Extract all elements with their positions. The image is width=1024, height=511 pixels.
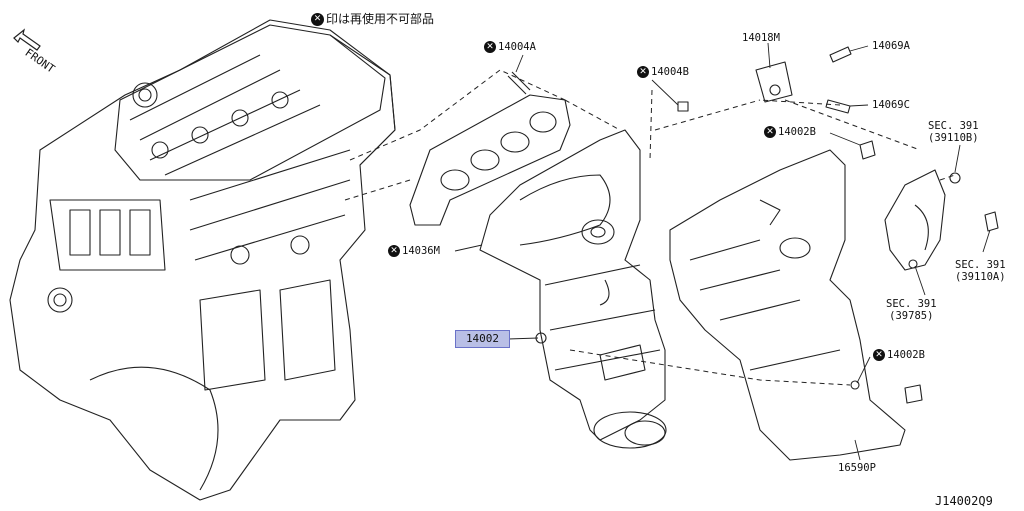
callout-text: 16590P [838,462,876,474]
callout-lines [454,42,991,461]
callout-text: 14002B [778,126,816,138]
callout-text: 14018M [742,32,780,44]
callout-text: 14069A [872,40,910,52]
callout-text: 14004B [651,66,689,78]
non-reusable-notice: ✕印は再使用不可部品 [311,10,434,27]
callout-sec-39110b[interactable]: SEC. 391(39110B) [928,120,979,144]
callout-14002b-top[interactable]: ✕14002B [764,126,816,138]
x-circle-icon: ✕ [484,41,496,53]
bracket [884,169,961,271]
callout-14002b-low[interactable]: ✕14002B [873,349,925,361]
x-circle-icon: ✕ [764,126,776,138]
heat-shield [669,149,906,461]
sec-text: SEC. 391 [928,120,979,132]
sec-code: (39110B) [928,132,979,144]
callout-14069a[interactable]: 14069A [872,40,910,52]
diagram-code: J14002Q9 [935,494,993,508]
callout-text: 14036M [402,245,440,257]
sec-code: (39110A) [955,271,1006,283]
callout-14004a[interactable]: ✕14004A [484,41,536,53]
sec-text: SEC. 391 [886,298,937,310]
callout-14036m[interactable]: ✕14036M [388,245,440,257]
x-circle-icon: ✕ [637,66,649,78]
callout-14018m[interactable]: 14018M [742,32,780,44]
exhaust-manifold [479,129,667,449]
notice-text: 印は再使用不可部品 [326,12,435,26]
x-circle-icon: ✕ [873,349,885,361]
leader-lines [344,69,956,386]
callout-16590p[interactable]: 16590P [838,462,876,474]
callout-14004b[interactable]: ✕14004B [637,66,689,78]
callout-text: 14069C [872,99,910,111]
x-circle-icon: ✕ [388,245,400,257]
callout-sec-39785[interactable]: SEC. 391(39785) [886,298,937,322]
callout-14002-highlighted[interactable]: 14002 [455,330,510,348]
callout-text: 14002B [887,349,925,361]
sec-code: (39785) [889,310,934,322]
sec-text: SEC. 391 [955,259,1006,271]
callout-sec-39110a[interactable]: SEC. 391(39110A) [955,259,1006,283]
bracket-14018m [755,61,793,103]
callout-text: 14004A [498,41,536,53]
engine-block [9,19,396,501]
manifold-gasket [409,94,571,226]
front-arrow-icon [13,28,41,51]
x-circle-icon: ✕ [311,13,324,26]
callout-14069c[interactable]: 14069C [872,99,910,111]
